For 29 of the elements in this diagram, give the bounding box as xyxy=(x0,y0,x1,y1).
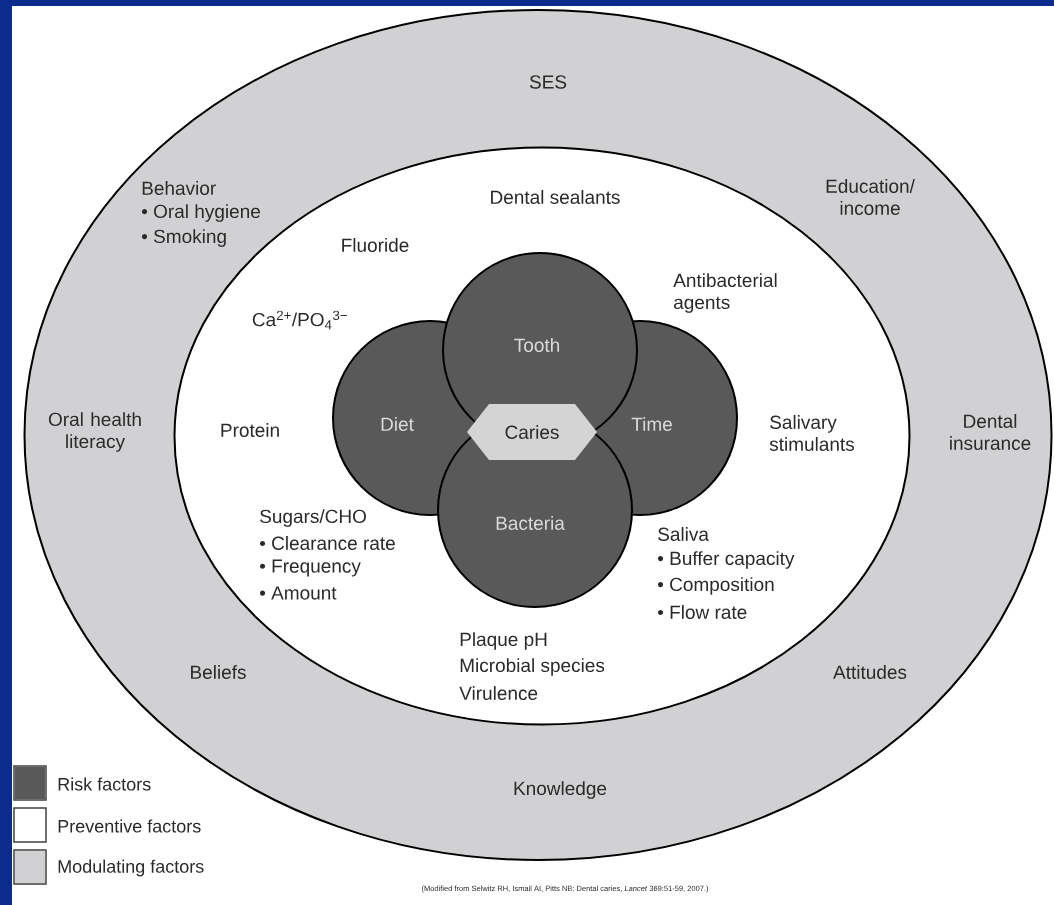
factor-label: Protein xyxy=(221,423,279,437)
factor-label: Virulence xyxy=(459,686,538,700)
ring-label: Knowledge xyxy=(514,781,607,799)
ring-label: • Oral hygiene xyxy=(141,204,260,222)
factor-label: Microbial species xyxy=(460,658,605,676)
factor-label: • Amount xyxy=(259,586,337,600)
ring-label: Attitudes xyxy=(833,665,907,679)
ring-label: Dental insurance xyxy=(950,414,1031,450)
factor-label: • Buffer capacity xyxy=(657,551,795,569)
ring-label: • Smoking xyxy=(141,229,226,247)
factor-label: Dental sealants xyxy=(491,190,620,204)
factor-label: • Flow rate xyxy=(657,605,747,619)
ring-label: Beliefs xyxy=(191,665,246,679)
factor-label: Antibacterial agents xyxy=(673,273,777,313)
factor-label: Salivary stimulants xyxy=(769,415,855,451)
legend-label: Risk factors xyxy=(58,777,151,791)
factor-label: Saliva xyxy=(658,527,709,541)
factor-label: Plaque pH xyxy=(460,632,547,650)
caries-hexagon: Caries xyxy=(467,404,597,460)
factor-label: • Clearance rate xyxy=(259,536,395,550)
ring-label: Education/ income xyxy=(826,179,915,215)
ring-label: SES xyxy=(529,75,567,89)
factor-label: • Frequency xyxy=(259,559,361,577)
factor-label: • Composition xyxy=(657,577,774,595)
ring-label: Oral health literacy xyxy=(48,412,141,452)
ring-label: Behavior xyxy=(142,181,216,195)
legend-label: Preventive factors xyxy=(58,819,201,833)
factor-label: Fluoride xyxy=(342,238,409,252)
legend-label: Modulating factors xyxy=(58,859,204,877)
